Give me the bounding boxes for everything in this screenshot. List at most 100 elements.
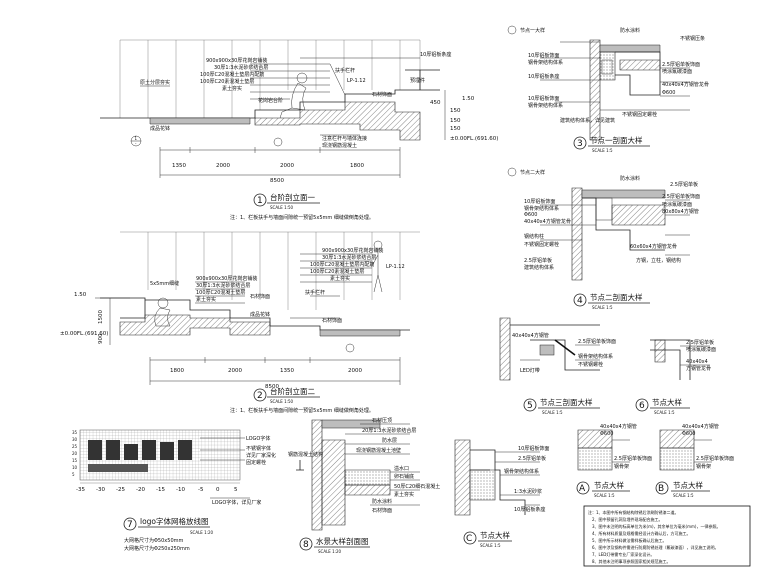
e1-callout-bubble-2[interactable] [273,137,283,147]
d3-label-panel: 2.5厚铝单板饰面 [662,61,700,68]
e2-label-pot: 成品花钵 [250,311,270,318]
e2-left-dim-2: 900 [98,333,104,344]
db-title-bubble [655,481,669,495]
e2-callout-bubble[interactable] [345,343,355,353]
d8-title-bubble [299,537,313,551]
d3-label-alu2: 10厚铝板饰面 [528,95,559,102]
e1-label-soil: 素土夯实 [222,85,242,92]
dc-label-alu: 10厚铝板饰面 [518,445,549,452]
d8-scale: SCALE 1:20 [318,549,342,554]
d4-label-paint: 喷涂氟碳漆面 [662,201,692,208]
db-label-dia: Φ600 [682,431,695,437]
d7-ytick-4: 15 [72,458,78,463]
d8-label-mortar: 20厚1:3水泥砂浆结合层 [362,427,416,434]
d4-label-waterproof: 防水涂料 [620,175,640,182]
d7-label-logo2: LOGO字体，详见厂家 [212,499,261,506]
step-dim-3: 150 [450,126,461,132]
d4-label-frame: 方钢，立柱，钢结构 [636,257,681,264]
d3-marker: 节点一大样 [520,27,545,34]
e1-label-pot: 成品花钵 [150,125,170,132]
elevation-2-wall-panels [120,231,420,310]
note-line-6: 6、图中涉及钢构件需进行防腐防锈处理（氟碳漆面），详见施工说明。 [592,544,719,550]
e1-label-connect: 注意栏杆与墙体连接 [322,135,367,142]
d7-label-logo: LOGO字体 [246,435,270,442]
e1-label-step: 花岗岩台阶 [258,97,283,104]
detail-3: 节点一大样 防水涂料 不锈钢压条 10厚铝板饰面 钢骨架结构体系 2.5厚铝单板… [507,25,709,153]
detail-a: 40x40x4方钢管 Φ600 2.5厚铝单板饰面 钢骨架 A 节点大样 SCA… [576,423,652,498]
da-title-bubble [576,481,590,495]
d8-label-wall: 现浇钢筋混凝土池壁 [356,447,401,454]
d6-label-keel: 方钢管龙骨 [686,365,711,372]
d7-xtick-1: -30 [96,487,105,493]
da-label-tube: 40x40x4方钢管 [600,423,637,430]
d4-label-80tube: 80x80x4方钢管 [662,208,699,215]
d4-label-panel: 2.5厚铝单板饰面 [662,193,700,200]
note-line-5: 5、图中所示材料做法需样板确认后施工。 [592,537,667,543]
e2-level-zero: ±0.00FL.(691.60) [60,331,108,337]
e1-label-concrete1: 100厚C20混凝土垫层内配筋 [200,71,264,78]
elevation-1: 150 150 150 450 1.50 ±0.00FL.(691.60) 10… [100,39,498,221]
d4-label-struct: 建筑结构体系 [524,264,554,271]
e1-label-granite: 900x900x30厚花岗岩铺装 [206,57,267,64]
e1-title-bubble [253,193,267,207]
level-1-50: 1.50 [462,96,475,102]
d3-label-tube: 40x40x4方钢管龙骨 [662,81,709,88]
d7-title: logo字体网格放线图 [140,516,209,526]
d6-title-number: 6 [639,401,645,411]
e2-label-granite: 900x900x30厚花岗岩铺装 [322,247,383,254]
e1-dim-total: 8500 [270,178,284,184]
db-scale: SCALE 1:5 [673,493,694,498]
d3-title-bubble [573,136,587,150]
e1-label-rail: 扶手栏杆 [335,67,355,74]
d6-label-tube: 40x40x4 [686,359,708,365]
d5-label-panel: 2.5厚铝单板饰面 [578,338,616,345]
d3-label-dia: Φ600 [662,90,675,96]
d4-title-bubble [573,293,587,307]
d6-title: 节点大样 [652,397,682,407]
db-label-tube: 40x40x4方钢管 [682,423,719,430]
dc-scale: SCALE 1:5 [480,543,501,548]
d6-label-panel: 2.5厚铝单板 [686,339,714,346]
d6-scale: SCALE 1:5 [654,410,675,415]
e2-note: 注：1、栏板扶手与墙面间隙统一预留5x5mm 细缝做倒角处理。 [230,407,374,414]
d8-label-rc: 钢筋混凝土结构 [288,451,323,458]
e1-label-earth: 原土分层夯实 [140,79,170,86]
e2-label-concrete2: 100厚C20素混凝土垫层 [310,268,364,275]
detail-8: 石材压顶 20厚1:3水泥砂浆结合层 防水层 现浇钢筋混凝土池壁 溢水口 卵石铺… [288,417,440,554]
d3-label-steel: 钢骨架结构体系 [528,59,563,66]
general-notes: 注：1、本图中所有钢结构除锈后涂刷防锈漆二道。 2、图中预留孔洞及埋件现场配合施… [583,505,751,567]
e2-title: 台阶剖立面二 [270,386,315,396]
dc-label-mortar: 1:3水泥砂浆 [514,488,542,495]
e1-label-lp: LP-1.12 [347,78,366,84]
e1-callout-sheet: - [135,141,137,146]
d5-title-bubble [523,398,537,412]
e2-title-number: 2 [257,391,263,401]
d7-xtick-3: -20 [136,487,145,493]
d3-label-struct: 建筑结构体系，详见建筑 [560,117,615,124]
d4-label-panel2: 2.5厚铝单板 [524,257,552,264]
d7-xtick-2: -25 [116,487,125,493]
d7-xtick-0: -35 [76,487,85,493]
dc-label-base: 10厚铝板条座 [514,506,545,513]
d7-label-bolt: 固定螺栓 [246,459,266,466]
dc-title-letter: C [466,534,472,544]
detail-5: LED灯带 2.5厚铝单板饰面 钢骨架结构体系 不锈钢螺栓 40x40x4方钢管… [499,317,616,415]
d4-label-panel-top: 2.5厚铝单板 [670,181,698,188]
d7-label-deep: 详见厂家深化 [246,452,276,459]
d3-title: 节点一剖面大样 [590,135,643,145]
d5-label-bolt: 不锈钢螺栓 [578,361,603,368]
e1-title: 台阶剖立面一 [270,192,315,202]
e2-dim-3: 1350 [280,368,294,374]
e2-label-mortar: 30厚1:3水泥砂浆结合层 [322,254,376,261]
note-line-8: 8、其他未注明事项参照国家相关规范施工。 [592,558,671,564]
e2-label-soil: 素土夯实 [330,275,350,282]
d8-label-waterproof: 防水层 [382,437,397,444]
d4-label-steel: 钢骨架结构体系 [524,205,559,212]
d7-xtick-6: -5 [198,487,204,493]
da-label-frame: 钢骨架 [614,463,629,470]
standing-figure [371,240,383,293]
e1-dim-3: 2000 [280,163,294,169]
da-title: 节点大样 [594,480,624,490]
e2-dim-2: 2000 [228,368,242,374]
d7-xtick-7: 0 [216,487,220,493]
